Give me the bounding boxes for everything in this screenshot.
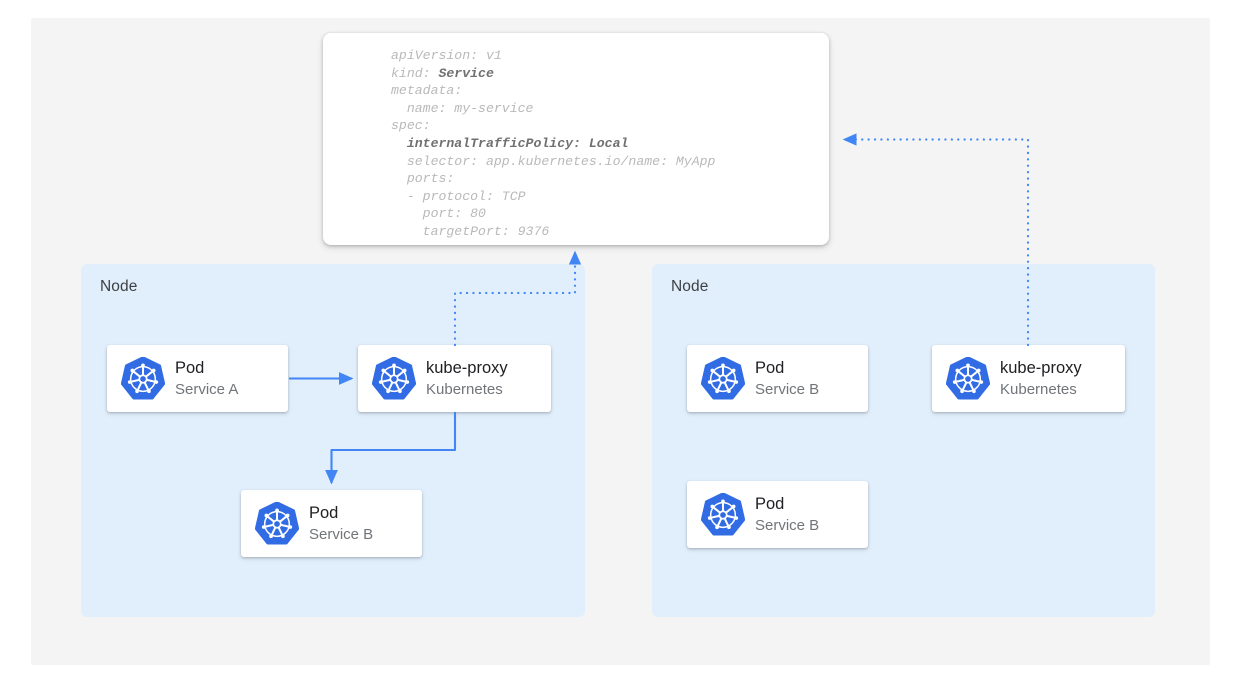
card-pod-service-a[interactable]: Pod Service A [107,345,288,412]
yaml-line: spec: [391,118,431,134]
card-subtitle: Service B [309,526,374,544]
card-pod-service-b-right-bottom[interactable]: Pod Service B [687,481,868,548]
yaml-line: metadata: [391,83,463,99]
service-spec-yaml: apiVersion: v1 kind: Service metadata: nam… [391,47,715,241]
card-subtitle: Service B [755,381,820,399]
card-title: Pod [175,358,205,377]
kubernetes-icon [372,356,416,401]
card-title: Pod [755,494,785,513]
card-subtitle: Kubernetes [1000,381,1077,399]
card-title: Pod [755,358,785,377]
card-kube-proxy-left[interactable]: kube-proxy Kubernetes [358,345,551,412]
kubernetes-icon [255,501,299,546]
card-pod-service-b-right-top[interactable]: Pod Service B [687,345,868,412]
card-pod-service-b-left[interactable]: Pod Service B [241,490,422,557]
yaml-line: kind: Service [391,65,494,81]
yaml-line: selector: app.kubernetes.io/name: MyApp [391,153,716,169]
yaml-line: port: 80 [391,206,486,222]
card-subtitle: Service B [755,517,820,535]
yaml-line: - protocol: TCP [391,188,526,204]
yaml-line: internalTrafficPolicy: Local [406,135,629,151]
card-title: kube-proxy [426,358,508,377]
card-kube-proxy-right[interactable]: kube-proxy Kubernetes [932,345,1125,412]
kubernetes-icon [701,492,745,537]
node-box-left: Node [81,264,585,617]
yaml-line: targetPort: 9376 [391,223,550,239]
yaml-line: ports: [391,171,455,187]
node-label: Node [100,278,138,295]
kubernetes-icon [946,356,990,401]
node-label: Node [671,278,709,295]
card-title: kube-proxy [1000,358,1082,377]
kubernetes-icon [701,356,745,401]
node-box-right: Node [652,264,1155,617]
service-spec-card: apiVersion: v1 kind: Service metadata: nam… [323,33,829,245]
yaml-line: name: my-service [391,100,534,116]
card-subtitle: Kubernetes [426,381,503,399]
kubernetes-icon [121,356,165,401]
yaml-line: apiVersion: v1 [391,48,502,63]
card-subtitle: Service A [175,381,239,399]
card-title: Pod [309,503,339,522]
